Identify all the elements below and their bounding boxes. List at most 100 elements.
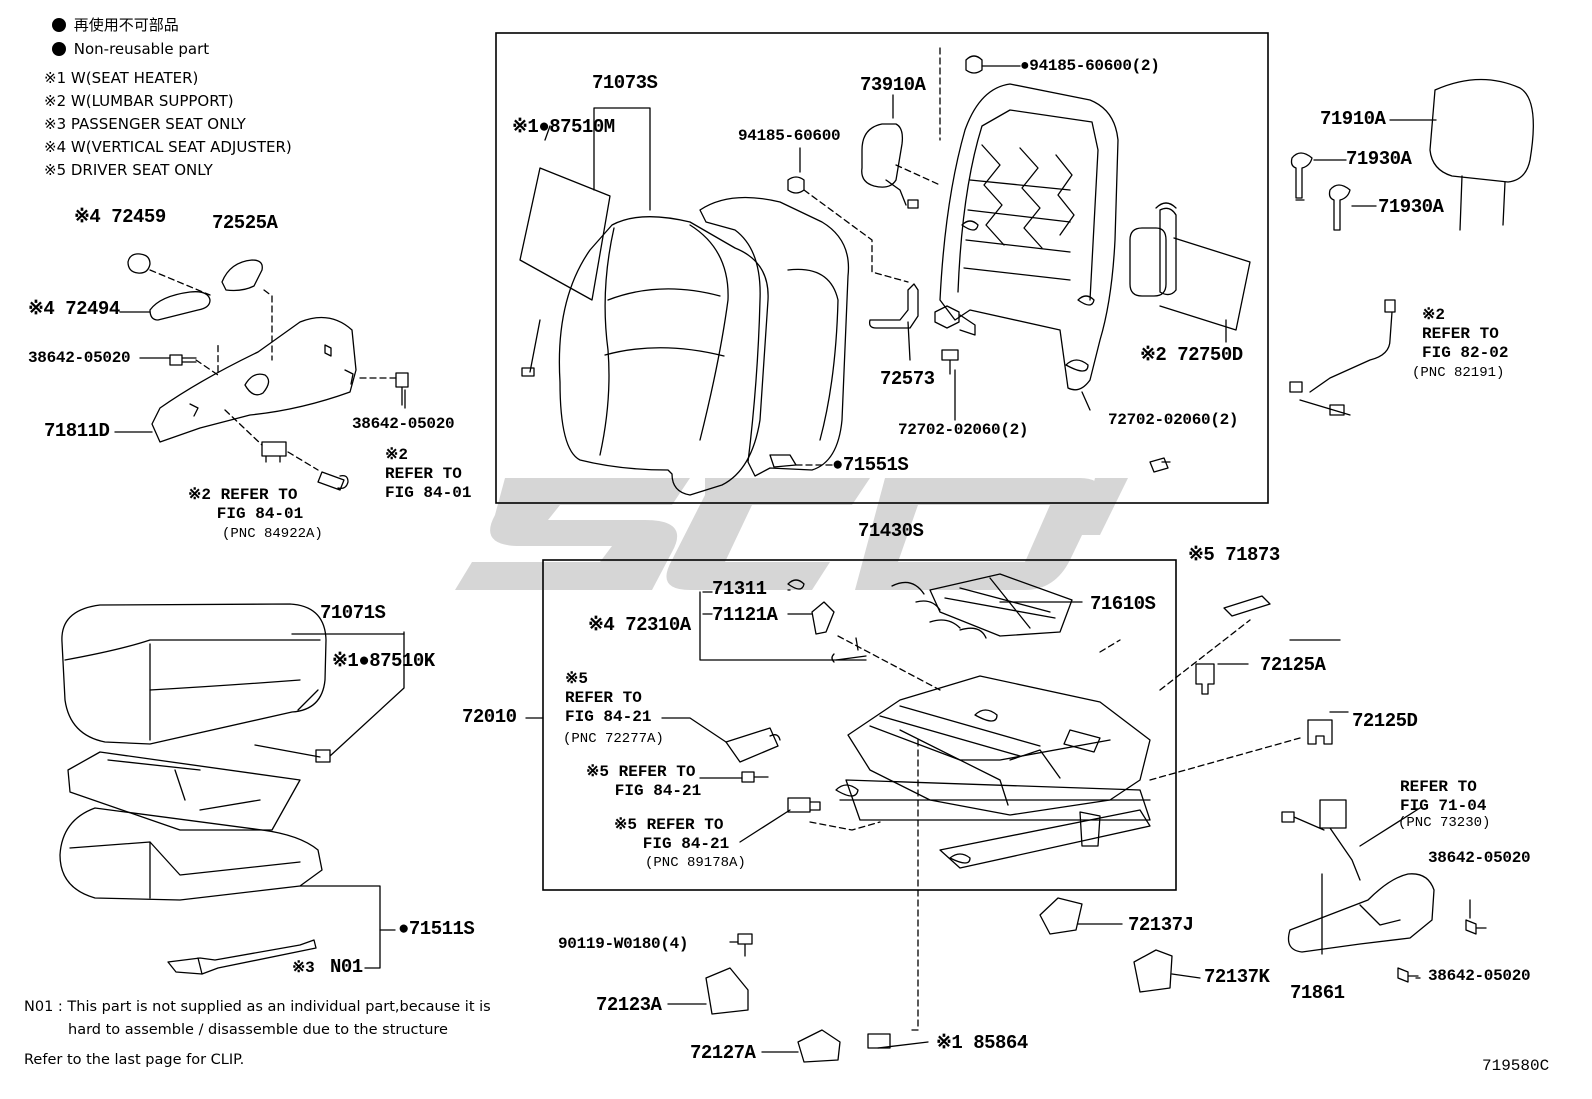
pnc-73230: (PNC 73230) xyxy=(1398,815,1491,831)
part-72127A-cover xyxy=(797,1029,841,1063)
part-72010-seat-track xyxy=(847,675,1151,816)
label-90119[interactable]: 90119-W0180(4) xyxy=(558,935,689,953)
legend-en: Non-reusable part xyxy=(52,42,209,57)
part-71861-shield xyxy=(1287,873,1435,953)
label-71311[interactable]: 71311 xyxy=(712,578,767,600)
part-38642-bolt-rr1 xyxy=(1465,919,1487,935)
label-71930A-2[interactable]: 71930A xyxy=(1378,196,1444,218)
label-note-3: ※3 xyxy=(292,959,315,977)
label-72310A[interactable]: ※4 72310A xyxy=(588,614,691,636)
label-38642-left[interactable]: 38642-05020 xyxy=(28,349,131,367)
label-71861[interactable]: 71861 xyxy=(1290,982,1345,1004)
label-71930A-1[interactable]: 71930A xyxy=(1346,148,1412,170)
footnote-clip: Refer to the last page for CLIP. xyxy=(24,1052,245,1068)
label-72123A[interactable]: 72123A xyxy=(596,994,662,1016)
label-38642-rr1[interactable]: 38642-05020 xyxy=(1428,849,1531,867)
part-71610S-spring-mat xyxy=(929,573,1073,637)
label-71551S[interactable]: ●71551S xyxy=(832,454,909,476)
ref-fig-84-01-b[interactable]: ※2 REFER TO FIG 84-01 xyxy=(385,446,472,502)
label-71811D[interactable]: 71811D xyxy=(44,420,110,442)
part-72702-bolt-right xyxy=(1149,457,1171,473)
part-72137K-cover xyxy=(1133,949,1173,993)
label-38642-right[interactable]: 38642-05020 xyxy=(352,415,455,433)
label-73910A[interactable]: 73910A xyxy=(860,74,926,96)
part-87510K-heater xyxy=(67,751,301,831)
label-72750D[interactable]: ※2 72750D xyxy=(1140,344,1243,366)
label-94185-60600[interactable]: 94185-60600 xyxy=(738,127,841,145)
screw-fig8421 xyxy=(741,771,769,783)
part-71121A-link xyxy=(811,601,835,635)
part-72702-bolt-left xyxy=(941,349,959,375)
ref-fig-71-04[interactable]: REFER TO FIG 71-04 xyxy=(1400,778,1487,815)
legend-note-2: ※2 W(LUMBAR SUPPORT) xyxy=(44,92,234,110)
legend-note-3: ※3 PASSENGER SEAT ONLY xyxy=(44,115,246,133)
label-94185-60600-2[interactable]: ●94185-60600(2) xyxy=(1020,57,1160,75)
part-71873-cover xyxy=(1223,595,1271,617)
part-72125A-bracket xyxy=(1195,663,1215,695)
part-38642-bolt-left xyxy=(169,354,197,366)
lumbar-wire-harness xyxy=(1289,299,1396,416)
part-71073S-seatback-cover xyxy=(558,216,769,496)
label-87510M[interactable]: ※1●87510M xyxy=(512,116,615,138)
label-72010[interactable]: 72010 xyxy=(462,706,517,728)
label-71430S[interactable]: 71430S xyxy=(858,520,924,542)
ref-fig-82-02[interactable]: ※2 REFER TO FIG 82-02 xyxy=(1422,306,1509,362)
label-72137J[interactable]: 72137J xyxy=(1128,914,1194,936)
part-72750D-lumbar xyxy=(1159,207,1177,296)
label-72525A[interactable]: 72525A xyxy=(212,212,278,234)
label-72702-left[interactable]: 72702-02060(2) xyxy=(898,421,1029,439)
part-38642-bolt-right xyxy=(395,372,409,406)
part-71910A-headrest xyxy=(1429,78,1534,183)
legend-note-5: ※5 DRIVER SEAT ONLY xyxy=(44,161,213,179)
part-72573-bracket xyxy=(868,283,919,329)
footnote-n01-line1: N01 : This part is not supplied as an in… xyxy=(24,999,491,1015)
pnc-72277A: (PNC 72277A) xyxy=(563,731,664,747)
part-72123A-cover xyxy=(705,967,749,1015)
ref-fig-84-01-a[interactable]: ※2 REFER TO FIG 84-01 xyxy=(188,486,304,523)
seat-adjuster-group-box xyxy=(542,559,1177,891)
figure-id: 719580C xyxy=(1482,1057,1550,1075)
part-72494-lever xyxy=(149,291,211,321)
label-71073S[interactable]: 71073S xyxy=(592,72,658,94)
legend-note-4: ※4 W(VERTICAL SEAT ADJUSTER) xyxy=(44,138,292,156)
legend-note-1: ※1 W(SEAT HEATER) xyxy=(44,69,199,87)
label-71910A[interactable]: 71910A xyxy=(1320,108,1386,130)
label-85864[interactable]: ※1 85864 xyxy=(936,1032,1028,1054)
label-38642-rr2[interactable]: 38642-05020 xyxy=(1428,967,1531,985)
non-reusable-dot-icon xyxy=(52,42,66,56)
label-72459[interactable]: ※4 72459 xyxy=(74,206,166,228)
footnote-n01-line2: hard to assemble / disassemble due to th… xyxy=(68,1022,448,1038)
part-94185-nut-top xyxy=(965,55,983,74)
part-72525A-cover xyxy=(221,259,263,292)
label-72125A[interactable]: 72125A xyxy=(1260,654,1326,676)
label-71121A[interactable]: 71121A xyxy=(712,604,778,626)
part-71311-nut xyxy=(787,579,805,590)
label-71873[interactable]: ※5 71873 xyxy=(1188,544,1280,566)
ref-fig-84-21-b[interactable]: ※5 REFER TO FIG 84-21 xyxy=(586,763,702,800)
label-72125D[interactable]: 72125D xyxy=(1352,710,1418,732)
part-71930A-guide-2 xyxy=(1328,184,1351,231)
label-72702-right[interactable]: 72702-02060(2) xyxy=(1108,411,1239,429)
seatback-frame xyxy=(939,83,1119,391)
part-72137J-cover xyxy=(1039,897,1083,935)
label-72494[interactable]: ※4 72494 xyxy=(28,298,120,320)
ref-fig-84-21-c[interactable]: ※5 REFER TO FIG 84-21 xyxy=(614,816,730,853)
part-87510M-heater xyxy=(519,167,611,301)
seatbelt-buckle xyxy=(1281,799,1361,881)
label-72127A[interactable]: 72127A xyxy=(690,1042,756,1064)
label-71610S[interactable]: 71610S xyxy=(1090,593,1156,615)
label-71071S[interactable]: 71071S xyxy=(320,602,386,624)
part-72459-knob xyxy=(127,253,151,274)
label-87510K[interactable]: ※1●87510K xyxy=(332,650,435,672)
label-71511S[interactable]: ●71511S xyxy=(398,918,475,940)
label-72573[interactable]: 72573 xyxy=(880,368,935,390)
label-N01[interactable]: N01 xyxy=(330,956,363,978)
ref-fig-84-21-a[interactable]: ※5 REFER TO FIG 84-21 xyxy=(565,670,652,726)
part-71811D-shield xyxy=(151,316,357,443)
label-72137K[interactable]: 72137K xyxy=(1204,966,1270,988)
part-71930A-guide-1 xyxy=(1290,152,1313,201)
part-72310A-spring xyxy=(831,637,867,663)
part-85864-connector xyxy=(867,1033,891,1049)
sensor-fig8421 xyxy=(787,797,821,813)
